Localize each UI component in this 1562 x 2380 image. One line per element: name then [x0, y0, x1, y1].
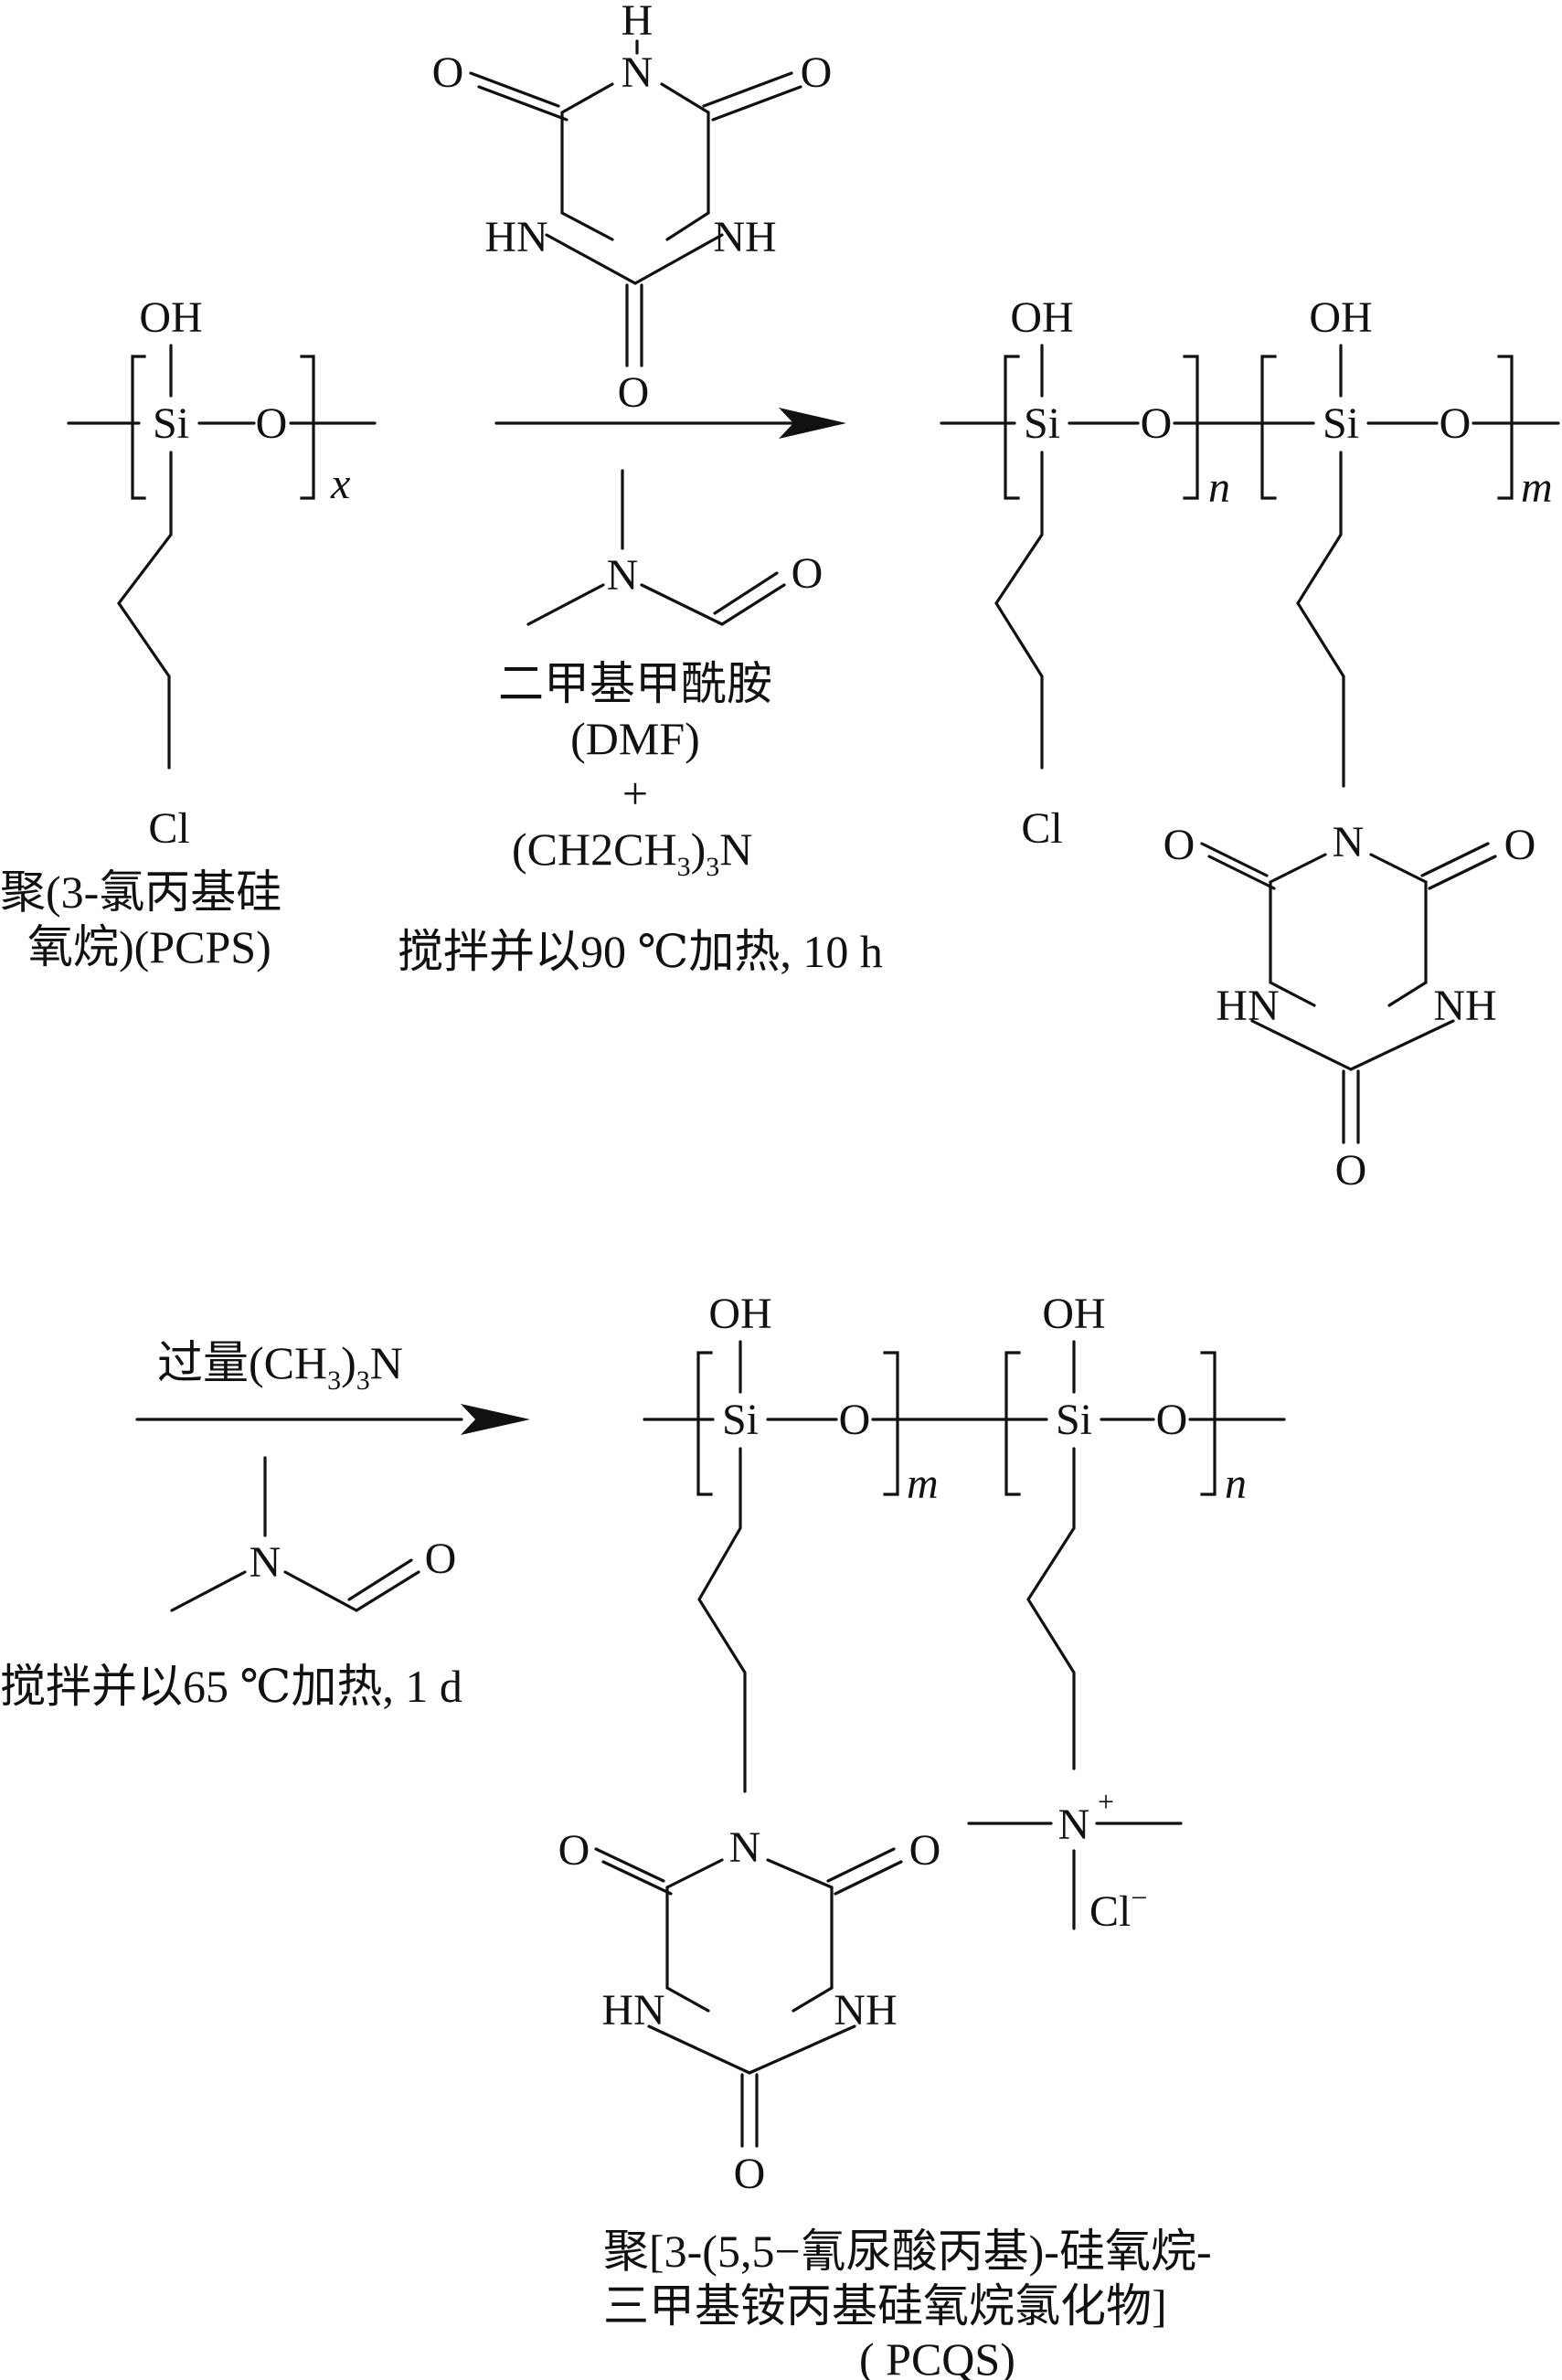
cyanuric-n-top: N [622, 48, 653, 97]
intermediate-polymer: Si O n Si O m OH OH Cl N O [940, 293, 1560, 1195]
product-si-right: Si [1056, 1396, 1092, 1444]
reactant-o-atom: O [256, 399, 288, 448]
product-o-right: O [1156, 1396, 1188, 1444]
base-prefix: (CH2CH [512, 823, 677, 875]
step2-reagent-prefix: 过量(CH [157, 1337, 327, 1388]
intermediate-oh-left: OH [1010, 293, 1073, 342]
intermediate-cl-atom: Cl [1021, 804, 1062, 853]
product-ammonium-n: N [1058, 1801, 1090, 1849]
step2-reagent-close: ) [341, 1337, 356, 1388]
cyanuric-hn-left: HN [484, 213, 547, 261]
reactant-repeat-index: x [330, 460, 350, 508]
intermediate-ring-o-right: O [1504, 821, 1536, 869]
product-ring-nh: NH [834, 1986, 897, 2035]
dmf2-n-label: N [250, 1538, 282, 1587]
solvent-abbr: (DMF) [570, 713, 700, 764]
step2-reagent: 过量(CH3)3N [157, 1337, 403, 1396]
product-name-line1: 聚[3-(5,5−氰尿酸丙基)-硅氧烷- [603, 2226, 1212, 2277]
cyanuric-o-right: O [801, 48, 833, 97]
cyanuric-nh-right: NH [713, 213, 776, 261]
cyanuric-h-atom: H [622, 0, 653, 45]
intermediate-si-left: Si [1024, 399, 1060, 448]
intermediate-oh-right: OH [1309, 293, 1372, 342]
intermediate-ring-n: N [1333, 818, 1365, 866]
reactant-name-line2: 氧烷)(PCPS) [27, 921, 271, 972]
product-negative-charge: − [1131, 1881, 1147, 1914]
base-triethylamine: (CH2CH3)3N [512, 823, 752, 882]
product-index-n: n [1225, 1460, 1247, 1508]
intermediate-si-right: Si [1323, 399, 1359, 448]
base-sub1: 3 [677, 852, 691, 882]
step1-reagents: H N O O HN NH O N O 二甲基甲酰胺 (DMF) [398, 0, 883, 977]
product-name-line3: ( PCQS) [859, 2333, 1015, 2380]
step2-reagents: 过量(CH3)3N N O 搅拌并以65 ℃加热, 1 d [0, 1337, 530, 1712]
dmf1-o-label: O [792, 549, 824, 598]
step2-conditions: 搅拌并以65 ℃加热, 1 d [0, 1661, 462, 1712]
cyanuric-o-bottom: O [618, 368, 650, 417]
dmf2-o-label: O [425, 1535, 457, 1583]
product-chloride-symbol: Cl [1089, 1887, 1131, 1936]
base-suffix: N [719, 823, 752, 875]
step2-reagent-sub2: 3 [356, 1365, 370, 1396]
product-name-line2: 三甲基铵丙基硅氧烷氯化物] [603, 2280, 1167, 2332]
reactant-oh-group: OH [139, 293, 202, 342]
base-sub2: 3 [706, 852, 719, 882]
reactant-name-line1: 聚(3-氯丙基硅 [0, 866, 282, 918]
product-pcqs: Si O m Si O n OH OH N O O [558, 1290, 1286, 2380]
intermediate-index-n: n [1208, 463, 1230, 512]
intermediate-ring-o-left: O [1164, 821, 1195, 869]
product-oh-left: OH [708, 1290, 771, 1338]
product-oh-right: OH [1042, 1290, 1105, 1338]
product-o-left: O [839, 1396, 871, 1444]
reactant-cl-atom: Cl [148, 804, 189, 853]
base-close: ) [691, 823, 707, 875]
product-chloride: Cl− [1089, 1881, 1147, 1936]
reactant-pcps: Si O x OH Cl 聚(3-氯丙基硅 氧烷)(PCPS) [0, 293, 377, 972]
cyanuric-o-left: O [432, 48, 464, 97]
product-ring-hn: HN [601, 1986, 664, 2035]
intermediate-ring-hn: HN [1216, 982, 1279, 1030]
product-ring-o-right: O [909, 1826, 941, 1875]
reactant-si-atom: Si [153, 399, 189, 448]
step2-reagent-sub1: 3 [327, 1365, 341, 1396]
product-ring-o-left: O [558, 1826, 590, 1875]
step2-reagent-suffix: N [370, 1337, 403, 1388]
intermediate-index-m: m [1521, 463, 1553, 512]
product-ring-n: N [729, 1823, 761, 1872]
intermediate-ring-o-bottom: O [1335, 1146, 1367, 1195]
product-positive-charge: + [1098, 1785, 1114, 1818]
solvent-name: 二甲基甲酰胺 [498, 658, 772, 709]
dmf1-n-label: N [607, 551, 639, 600]
intermediate-o-left: O [1141, 399, 1173, 448]
intermediate-ring-nh: NH [1433, 982, 1496, 1030]
product-si-left: Si [722, 1396, 759, 1444]
intermediate-o-right: O [1440, 399, 1472, 448]
step1-conditions: 搅拌并以90 ℃加热, 10 h [398, 926, 883, 977]
product-ring-o-bottom: O [734, 2150, 766, 2198]
plus-sign: + [622, 768, 648, 819]
product-index-m: m [907, 1460, 939, 1508]
